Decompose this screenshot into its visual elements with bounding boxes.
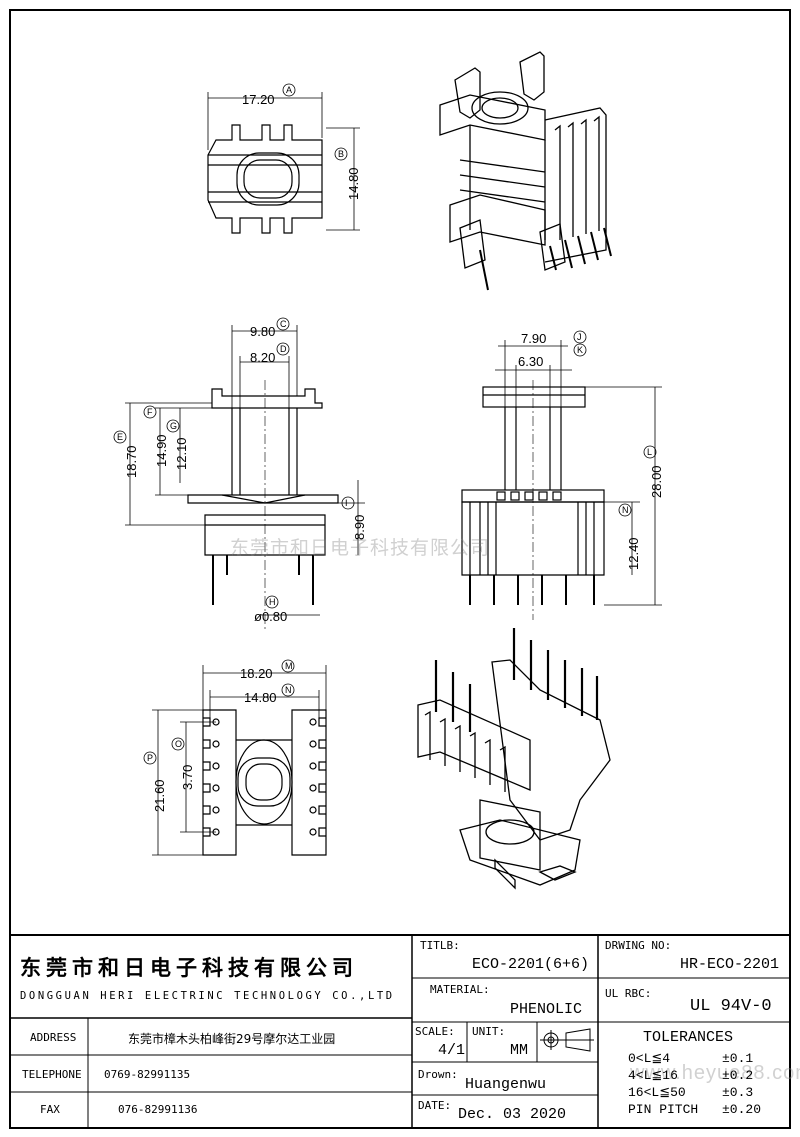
address-label: ADDRESS [30,1031,77,1044]
dim-n2-label: 14.80 [244,690,277,705]
dim-n2-ref: N [285,685,292,695]
dim-i-label: 8.90 [352,515,367,540]
dim-f-label: 14.90 [154,434,169,467]
dim-c-ref: C [280,319,287,329]
tolerance-value-2: ±0.2 [722,1068,754,1083]
dim-l-ref: L [647,447,652,457]
dim-j-ref: J [577,332,582,342]
title-label: TITLB: [420,939,460,952]
dim-b-ref: B [338,149,344,159]
material-value: PHENOLIC [510,1001,583,1018]
material-label: MATERIAL: [430,983,490,996]
title-value: ECO-2201(6+6) [472,956,590,973]
fax-value: 076-82991136 [118,1103,198,1116]
fax-label: FAX [40,1103,60,1116]
dim-g-label: 12.10 [174,437,189,470]
dim-b-label: 14.80 [346,167,361,200]
bottom-view [143,659,327,856]
drawn-value: Huangenwu [465,1076,547,1093]
dim-c-label: 9.80 [250,324,275,339]
dim-m-ref: M [285,661,293,671]
address-value: 东莞市樟木头柏峰街29号摩尔达工业园 [128,1032,336,1046]
dim-m-label: 18.20 [240,666,273,681]
dim-h-ref: H [269,597,276,607]
scale-label: SCALE: [415,1025,455,1038]
dim-l-label: 28.00 [649,465,664,498]
isometric-view-top [439,51,612,291]
telephone-value: 0769-82991135 [104,1068,191,1081]
side-view [461,330,662,620]
dim-d-ref: D [280,344,287,354]
watermark-url: www.heyue88.com [630,1062,800,1084]
tolerance-range-1: 0<L≦4 [628,1051,671,1066]
date-value: Dec. 03 2020 [458,1106,567,1123]
tolerance-value-3: ±0.3 [722,1085,754,1100]
dim-d-label: 8.20 [250,350,275,365]
dim-k-label: 6.30 [518,354,543,369]
front-view [113,317,365,630]
unit-label: UNIT: [472,1025,506,1038]
drawing-no-value: HR-ECO-2201 [680,956,780,973]
dim-i-ref: I [345,498,348,508]
watermark-text: 东莞市和日电子科技有限公司 [230,537,491,559]
ul-value: UL 94V-0 [690,997,772,1016]
top-view [207,83,360,234]
drawing-no-label: DRWING NO: [605,939,672,952]
scale-value: 4/1 [438,1042,466,1059]
dim-n-ref: N [622,505,629,515]
dim-g-ref: G [170,421,177,431]
tolerance-range-2: 4<L≦16 [628,1068,678,1083]
company-name-en: DONGGUAN HERI ELECTRINC TECHNOLOGY CO.,L… [20,990,395,1002]
dim-e-label: 18.70 [124,445,139,478]
tolerance-range-3: 16<L≦50 [628,1085,686,1100]
title-block-grid [10,934,790,1128]
company-name-cn: 东莞市和日电子科技有限公司 [20,956,358,980]
dim-k-ref: K [577,345,583,355]
unit-value: MM [510,1042,529,1059]
tolerance-range-4: PIN PITCH [628,1102,699,1117]
date-label: DATE: [418,1099,452,1112]
tolerances-title: TOLERANCES [643,1029,734,1046]
dim-e-ref: E [117,432,123,442]
dim-o-label: 3.70 [180,765,195,790]
dim-o-ref: O [175,739,182,749]
dim-h-label: ø0.80 [254,609,287,624]
dim-n-label: 12.40 [626,537,641,570]
dim-p-ref: P [147,753,153,763]
drawn-label: Drown: [418,1068,458,1081]
isometric-view-bottom [417,628,611,890]
ul-label: UL RBC: [605,987,652,1000]
dim-p-label: 21.60 [152,779,167,812]
tolerance-value-1: ±0.1 [722,1051,754,1066]
dim-a-ref: A [286,85,292,95]
dim-a-label: 17.20 [242,92,275,107]
tolerance-value-4: ±0.20 [722,1102,762,1117]
dim-j-label: 7.90 [521,331,546,346]
projection-symbol-icon [540,1028,594,1052]
dim-f-ref: F [147,407,153,417]
telephone-label: TELEPHONE [22,1068,82,1081]
sheet-border [9,9,791,1129]
